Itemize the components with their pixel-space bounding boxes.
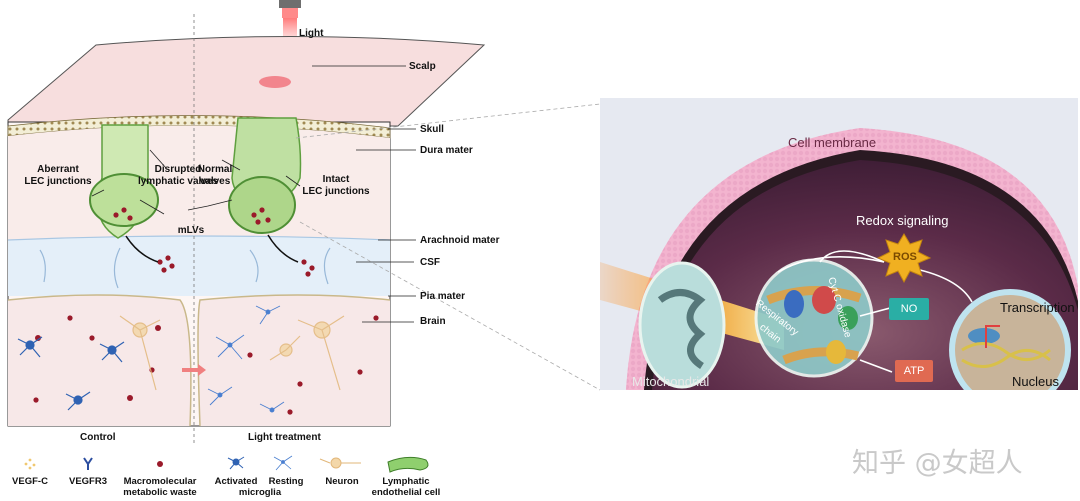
- complex-yellow: [826, 340, 846, 364]
- complex-blue: [784, 290, 804, 318]
- legend-activated: Activated: [214, 476, 258, 487]
- panel-treatment: Light treatment: [248, 432, 321, 443]
- label-no: NO: [900, 303, 918, 315]
- label-atp: ATP: [903, 365, 925, 377]
- tissue-diagram: [7, 0, 486, 446]
- label-redox: Redox signaling: [856, 213, 949, 228]
- treatment-arrow-icon: [182, 364, 206, 376]
- arachnoid-line: [7, 235, 391, 241]
- label-dura: Dura mater: [420, 145, 473, 156]
- label-cell-membrane: Cell membrane: [788, 135, 877, 150]
- label-disrupted-2: lymphatic valves: [137, 176, 219, 187]
- label-skull: Skull: [420, 124, 444, 135]
- label-ros: ROS: [893, 251, 917, 263]
- transcription-factor: [968, 328, 1000, 344]
- label-arachnoid: Arachnoid mater: [420, 235, 500, 246]
- neurons: [119, 315, 345, 391]
- label-normal-1: Normal: [197, 164, 233, 175]
- label-intact-2: LEC junctions: [302, 186, 370, 197]
- complex-green: [838, 306, 858, 330]
- legend-lec-2: endothelial cell: [371, 487, 441, 498]
- transcription-arrow-icon: [985, 325, 1000, 348]
- label-transcription: Transcription: [1000, 300, 1075, 315]
- microglia-resting: [207, 305, 285, 413]
- pia-line: [7, 294, 391, 427]
- zoom-line-bottom: [299, 221, 601, 391]
- legend-neuron: Neuron: [325, 476, 359, 487]
- arachnoid-trabeculae: [39, 247, 331, 289]
- vegfr3-icon: [83, 457, 93, 470]
- light-source-icon: [279, 0, 301, 8]
- complex-red: [812, 286, 836, 314]
- legend-vegfc: VEGF-C: [12, 476, 48, 487]
- label-mlvs: mLVs: [177, 225, 205, 236]
- cristae: [657, 289, 706, 369]
- signal-arrows: [777, 250, 973, 373]
- legend-waste-1: Macromolecular: [123, 476, 197, 487]
- waste-icon: [157, 461, 163, 467]
- label-scalp: Scalp: [409, 61, 436, 72]
- no-badge: [889, 298, 929, 320]
- resting-microglia-icon: [273, 455, 293, 471]
- brain-treatment: [198, 295, 390, 426]
- vegfc-icon: [24, 458, 36, 470]
- label-pia: Pia mater: [420, 291, 466, 302]
- waste-particles: [33, 207, 379, 415]
- watermark: 知乎 @女超人: [852, 448, 1023, 479]
- ros-badge: [876, 233, 932, 284]
- activated-microglia-icon: [227, 456, 245, 470]
- label-disrupted-1: Disrupted: [154, 164, 202, 175]
- vessel-control-lumen: [89, 173, 159, 227]
- light-label: Light: [299, 28, 324, 39]
- legend-icons: [24, 455, 429, 473]
- neuron-icon: [319, 457, 361, 469]
- atp-badge: [895, 360, 933, 382]
- legend-waste-2: metabolic waste: [123, 487, 197, 498]
- label-normal-2: valves: [199, 176, 231, 187]
- leader-lines: [91, 65, 416, 323]
- label-mitochondrial: Mitochondrial: [632, 374, 710, 389]
- inner-membrane-top: [766, 286, 862, 305]
- legend-vegfr3: VEGFR3: [68, 476, 107, 487]
- legend-lec-1: Lymphatic: [382, 476, 430, 487]
- drainage-arrow-treatment: [267, 234, 299, 263]
- lec-icon: [387, 456, 429, 473]
- cell-illustration: [600, 98, 1078, 390]
- inner-membrane-bottom: [782, 347, 860, 365]
- dna-helix: [961, 342, 1051, 368]
- label-nucleus: Nucleus: [1012, 374, 1059, 389]
- label-brain: Brain: [420, 316, 446, 327]
- scalp-layer: [7, 36, 486, 127]
- microglia-activated: [17, 336, 125, 411]
- panel-control: Control: [80, 432, 116, 443]
- zoom-line-top: [295, 103, 601, 139]
- light-emitter-icon: [282, 8, 298, 18]
- label-csf: CSF: [420, 257, 440, 268]
- mitochondrion: [638, 261, 726, 389]
- label-aberrant-1: Aberrant: [37, 164, 79, 175]
- label-aberrant-2: LEC junctions: [24, 176, 92, 187]
- legend-resting: Resting: [268, 476, 304, 487]
- legend-microglia: microglia: [238, 487, 282, 498]
- csf-layer: [8, 236, 390, 296]
- vessel-treatment-lumen: [228, 176, 296, 234]
- light-spot: [259, 76, 291, 88]
- label-intact-1: Intact: [322, 174, 350, 185]
- drainage-arrow-control: [125, 235, 159, 263]
- brain-control: [8, 295, 191, 426]
